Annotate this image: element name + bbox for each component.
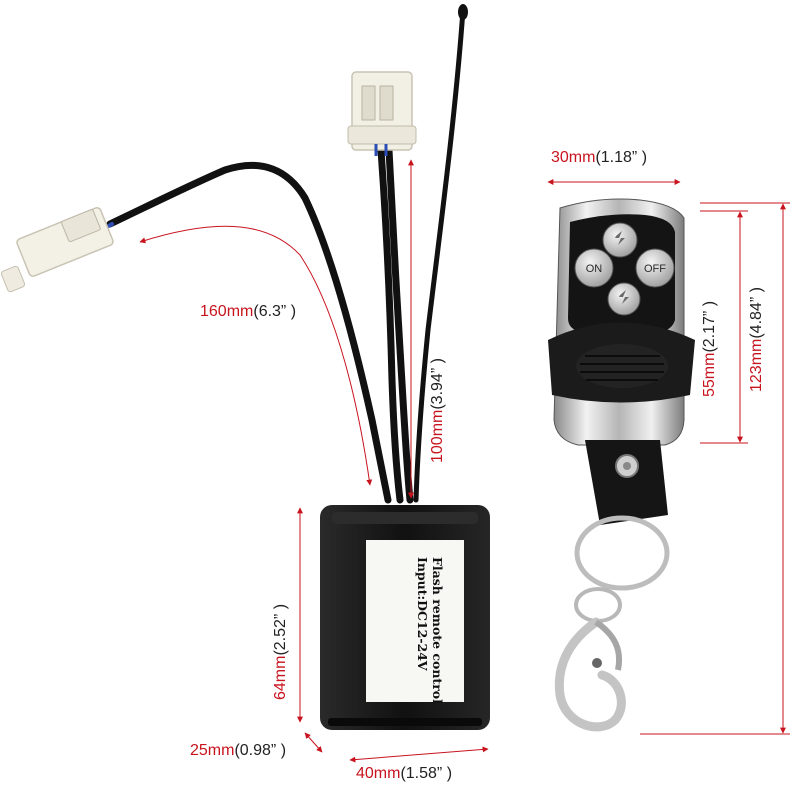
dim-remote-body-mm: 55mm: [701, 352, 718, 397]
dim-cable-short-mm: 100mm: [429, 409, 446, 463]
dim-cable-long-in: (6.3” ): [253, 303, 297, 320]
dim-box-width-mm: 40mm: [356, 765, 401, 782]
dim-remote-total: 123mm(4.84” ): [748, 287, 766, 392]
dim-box-depth: 25mm(0.98” ): [190, 742, 286, 760]
controller-box: [320, 505, 490, 730]
dim-box-width-in: (1.58” ): [400, 765, 453, 782]
dim-cable-long: 160mm(6.3” ): [200, 303, 296, 321]
top-connector: [347, 71, 417, 156]
off-button-label: OFF: [644, 263, 666, 275]
dim-box-depth-in: (0.98” ): [234, 742, 287, 759]
dim-cable-short: 100mm(3.94” ): [429, 358, 447, 463]
remote-control: [548, 198, 695, 732]
dim-box-height-in: (2.52” ): [272, 603, 289, 656]
box-label-line2: Input:DC12-24V: [415, 557, 430, 671]
box-label-line1: Flash remote control: [430, 557, 445, 704]
dim-cable-short-in: (3.94” ): [429, 358, 446, 410]
dim-remote-width: 30mm(1.18” ): [551, 149, 647, 167]
dim-cable-long-mm: 160mm: [200, 303, 254, 320]
dim-remote-total-in: (4.84” ): [748, 287, 765, 339]
dim-remote-total-mm: 123mm: [748, 338, 765, 392]
cables: [83, 7, 466, 504]
dim-remote-body-in: (2.17” ): [701, 300, 718, 353]
dim-remote-body: 55mm(2.17” ): [701, 301, 719, 397]
dim-remote-width-mm: 30mm: [551, 149, 596, 166]
dim-box-height: 64mm(2.52” ): [272, 604, 290, 700]
dim-remote-width-in: (1.18” ): [595, 149, 648, 166]
left-connector: [0, 207, 114, 293]
dim-box-width: 40mm(1.58” ): [356, 765, 452, 783]
dimension-lines: [139, 159, 790, 763]
box-label: Flash remote control Input:DC12-24V: [415, 557, 445, 704]
dim-box-height-mm: 64mm: [272, 655, 289, 700]
on-button-label: ON: [585, 263, 603, 275]
dim-box-depth-mm: 25mm: [190, 742, 235, 759]
